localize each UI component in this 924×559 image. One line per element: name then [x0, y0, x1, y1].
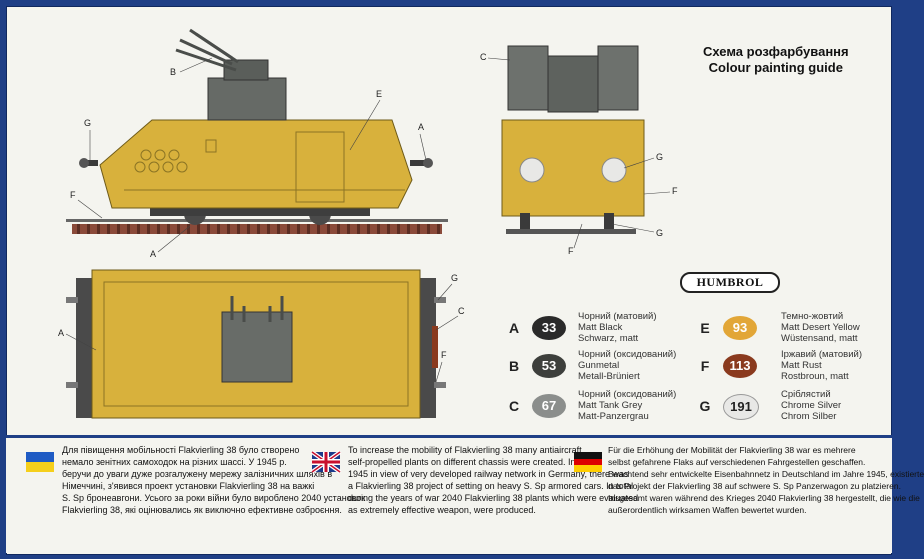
top-buffer-beam-right	[420, 278, 436, 418]
callout-g: G	[656, 228, 663, 238]
paint-description-line: Matt Desert Yellow	[781, 322, 860, 333]
paint-description-line: Чорний (оксидований)	[578, 349, 677, 360]
hull-hatch	[205, 139, 217, 153]
palette-letter-a: A	[508, 320, 520, 336]
paint-description-line: Chrom Silber	[781, 411, 837, 422]
rail-line	[66, 219, 448, 222]
paint-swatch-191: 191	[723, 394, 759, 420]
callout-f: F	[441, 350, 447, 360]
front-shield-right	[597, 45, 639, 111]
paint-description-line: Matt-Panzergrau	[578, 411, 649, 422]
paint-description-line: Chrome Silver	[781, 400, 842, 411]
paint-description-line: Metall-Brüniert	[578, 371, 640, 382]
top-barrels	[230, 296, 284, 322]
paint-description-line: Темно-жовтий	[781, 311, 844, 322]
side-view	[66, 28, 448, 234]
palette-letter-c: C	[508, 398, 520, 414]
paint-description-line: Rostbroun, matt	[781, 371, 849, 382]
callout-f: F	[70, 190, 76, 200]
callout-a: A	[418, 122, 424, 132]
front-shield-left	[507, 45, 549, 111]
callout-b: B	[170, 67, 176, 77]
ukraine-flag-icon	[26, 452, 54, 472]
divider-band	[6, 435, 892, 438]
callout-c: C	[458, 306, 465, 316]
guide-title-ua: Схема розфарбування	[703, 44, 849, 59]
humbrol-badge: HUMBROL	[680, 272, 780, 293]
paint-swatch-93: 93	[723, 316, 757, 340]
callout-g: G	[656, 152, 663, 162]
callout-e: E	[376, 89, 382, 99]
callout-a: A	[150, 249, 156, 259]
hull-vents	[134, 149, 188, 173]
buffer-left	[84, 160, 98, 166]
top-hull-edge	[103, 281, 409, 407]
palette-letter-g: G	[699, 398, 711, 414]
palette-letter-e: E	[700, 320, 710, 336]
paint-description-line: Чорний (матовий)	[578, 311, 657, 322]
guide-title-en: Colour painting guide	[708, 60, 843, 75]
hull-door	[295, 131, 345, 203]
front-light-right	[601, 157, 627, 183]
palette-letter-b: B	[508, 358, 520, 374]
germany-flag-icon	[574, 452, 602, 472]
callouts: B E G A F A C G F G F A G C F	[58, 52, 678, 383]
paint-description-line: Іржавий (матовий)	[781, 349, 862, 360]
underframe	[150, 208, 370, 216]
rail-track	[72, 224, 442, 234]
paint-description-line: Сріблястий	[781, 389, 831, 400]
callout-c: C	[480, 52, 487, 62]
uk-flag-icon	[310, 450, 342, 474]
history-text-ua: Для півищення мобільності Flakvierling 3…	[62, 445, 366, 515]
callout-f: F	[568, 246, 574, 256]
front-wheel-left	[520, 213, 530, 229]
top-mount	[221, 311, 293, 383]
paint-swatch-113: 113	[723, 354, 757, 378]
paint-description-line: Matt Rust	[781, 360, 822, 371]
buffer-right	[410, 160, 428, 166]
paint-description-line: Чорний (оксидований)	[578, 389, 677, 400]
paint-swatch-33: 33	[532, 316, 566, 340]
flak-shield	[223, 59, 269, 81]
flak-mount	[207, 77, 287, 121]
paint-description-line: Matt Tank Grey	[578, 400, 643, 411]
front-rail	[506, 229, 636, 234]
front-mount	[547, 55, 599, 113]
history-text-en: To increase the mobility of Flakvierling…	[348, 445, 639, 515]
front-wheel-right	[604, 213, 614, 229]
history-text-de: Für die Erhöhung der Mobilität der Flakv…	[608, 445, 924, 515]
top-buffers	[66, 297, 446, 388]
front-light-left	[519, 157, 545, 183]
paint-description-line: Gunmetal	[578, 360, 620, 371]
front-view	[501, 45, 645, 234]
callout-f: F	[672, 186, 678, 196]
history-text-panel: Для півищення мобільності Flakvierling 3…	[6, 438, 924, 553]
palette-letter-f: F	[700, 358, 710, 374]
top-buffer-beam-left	[76, 278, 92, 418]
paint-description-line: Wüstensand, matt	[781, 333, 858, 344]
painting-diagram: B E G A F A C G F G F A G C F	[58, 28, 678, 419]
hull	[99, 119, 413, 209]
paint-description-line: Matt Black	[578, 322, 623, 333]
flak-barrels	[175, 28, 239, 72]
callout-g: G	[451, 273, 458, 283]
paint-description-line: Schwarz, matt	[578, 333, 639, 344]
callout-a: A	[58, 328, 64, 338]
guide-title: Схема розфарбування Colour painting guid…	[703, 44, 849, 76]
top-view	[66, 269, 446, 419]
buffer-head-right	[423, 158, 433, 168]
paint-swatch-67: 67	[532, 394, 566, 418]
buffer-head-left	[79, 158, 89, 168]
top-coupler	[432, 326, 438, 368]
callout-g: G	[84, 118, 91, 128]
paint-swatch-53: 53	[532, 354, 566, 378]
